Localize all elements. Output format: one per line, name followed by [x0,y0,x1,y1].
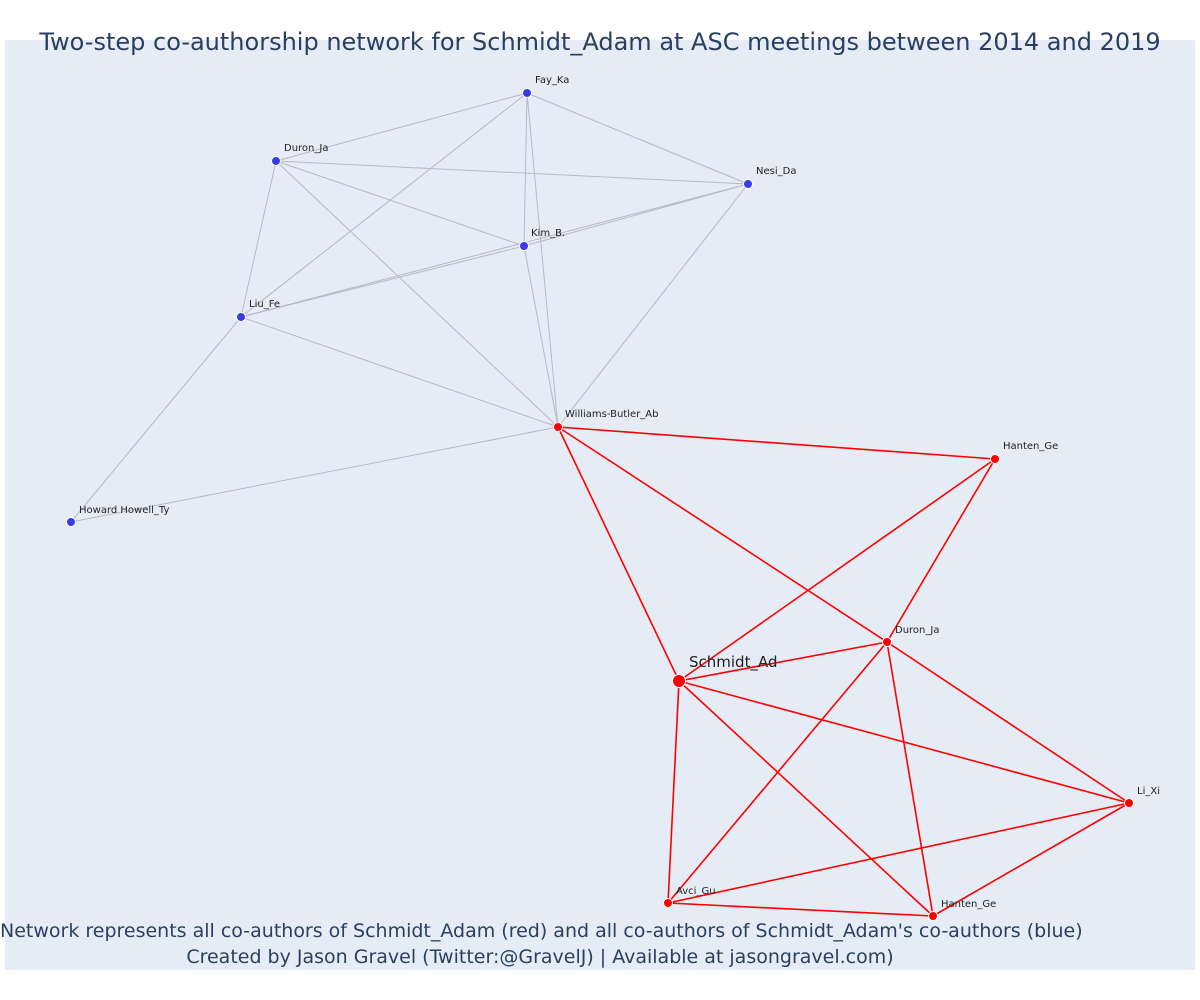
node-label-hanten2: Hanten_Ge [941,899,996,910]
edge-schmidt-hanten2 [678,680,934,917]
edge-liu-howard [70,316,242,523]
node-label-nesi: Nesi_Da [756,166,796,177]
caption-line-2: Created by Jason Gravel (Twitter:@Gravel… [186,946,894,968]
edge-fay-duron_b [275,92,528,162]
node-howard[interactable] [66,517,76,527]
edge-duron_r-schmidt [678,641,888,682]
node-label-schmidt: Schmidt_Ad [689,653,777,672]
edge-liu-williams [240,316,559,428]
edge-duron_b-kim [275,160,525,247]
node-nesi[interactable] [743,179,753,189]
node-hanten2[interactable] [928,911,938,921]
labels-layer: Schmidt_AdWilliams-Butler_AbHanten_GeDur… [79,75,1160,910]
edge-williams-hanten1 [557,426,996,460]
node-label-howard: Howard Howell_Ty [79,505,169,516]
node-label-williams: Williams-Butler_Ab [565,409,658,420]
edge-duron_b-nesi [275,160,749,185]
edge-nesi-williams [557,183,749,428]
node-hanten1[interactable] [990,454,1000,464]
edge-fay-liu [240,92,528,318]
node-label-hanten1: Hanten_Ge [1003,441,1058,452]
plot-area [5,40,1195,970]
edge-duron_r-hanten2 [886,641,934,917]
node-label-duron_r: Duron_Ja [895,625,939,636]
node-duron_r[interactable] [882,637,892,647]
edge-schmidt-avci [667,680,680,904]
edge-williams-schmidt [557,426,680,682]
edge-howard-williams [70,426,559,523]
edge-fay-nesi [526,92,749,185]
node-label-liu: Liu_Fe [249,299,280,310]
node-label-lixi: Li_Xi [1137,786,1160,797]
edge-hanten1-schmidt [678,458,996,682]
edge-duron_r-lixi [886,641,1130,804]
edge-lixi-avci [667,802,1130,904]
edge-kim-liu [240,245,525,318]
node-label-kim: Kim_B. [531,228,565,239]
node-label-fay: Fay_Ka [535,75,569,86]
edge-nesi-liu [240,183,749,318]
node-label-avci: Avci_Gu [676,886,716,897]
edge-duron_b-williams [275,160,559,428]
node-avci[interactable] [663,898,673,908]
caption-line-1: Network represents all co-authors of Sch… [0,920,1083,942]
edge-nesi-kim [523,183,749,247]
edge-avci-hanten2 [667,902,934,917]
node-fay[interactable] [522,88,532,98]
edge-williams-duron_r [557,426,888,643]
edge-duron_b-liu [240,160,277,318]
edge-hanten1-duron_r [886,458,996,643]
caption: Network represents all co-authors of Sch… [0,918,1083,970]
node-label-duron_b: Duron_Ja [284,143,328,154]
edge-fay-williams [526,92,559,428]
node-lixi[interactable] [1124,798,1134,808]
edge-lixi-hanten2 [932,802,1130,917]
edges-layer [70,92,1130,917]
node-liu[interactable] [236,312,246,322]
edge-schmidt-lixi [678,680,1130,804]
edge-fay-kim [523,92,528,247]
node-williams[interactable] [553,422,563,432]
chart-title: Two-step co-authorship network for Schmi… [39,28,1161,56]
node-schmidt[interactable] [672,674,686,688]
node-kim[interactable] [519,241,529,251]
node-duron_b[interactable] [271,156,281,166]
nodes-layer [66,88,1134,921]
edge-kim-williams [523,245,559,428]
